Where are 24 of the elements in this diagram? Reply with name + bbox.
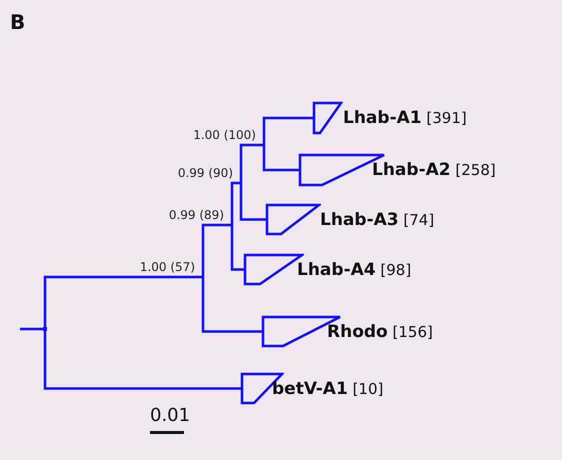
tree-branch <box>240 183 267 221</box>
branch-node <box>43 327 47 331</box>
tree-branch <box>20 328 43 330</box>
clade-label: Lhab-A1 [391] <box>343 109 467 127</box>
tree-branch <box>262 145 300 172</box>
tree-branch <box>202 224 232 277</box>
tree-branch <box>230 225 245 271</box>
tree-branch <box>202 277 263 333</box>
support-value: 0.99 (90) <box>178 166 233 180</box>
support-value: 1.00 (57) <box>140 260 195 274</box>
support-value: 1.00 (100) <box>193 128 256 142</box>
tree-branch <box>44 276 203 329</box>
clade-label: Lhab-A3 [74] <box>320 210 434 228</box>
tree-branch <box>230 182 241 225</box>
clade-label: Rhodo [156] <box>327 322 433 340</box>
clade-label: betV-A1 [10] <box>272 380 384 398</box>
clade-label: Lhab-A4 [98] <box>297 260 412 278</box>
tree-branch <box>240 144 264 183</box>
panel-letter: B <box>10 10 26 34</box>
tree-branch <box>44 329 242 390</box>
support-value: 0.99 (89) <box>168 208 224 222</box>
tree-branch <box>262 116 314 145</box>
clade-label: Lhab-A2 [258] <box>372 161 496 179</box>
scale-label: 0.01 <box>150 405 190 426</box>
